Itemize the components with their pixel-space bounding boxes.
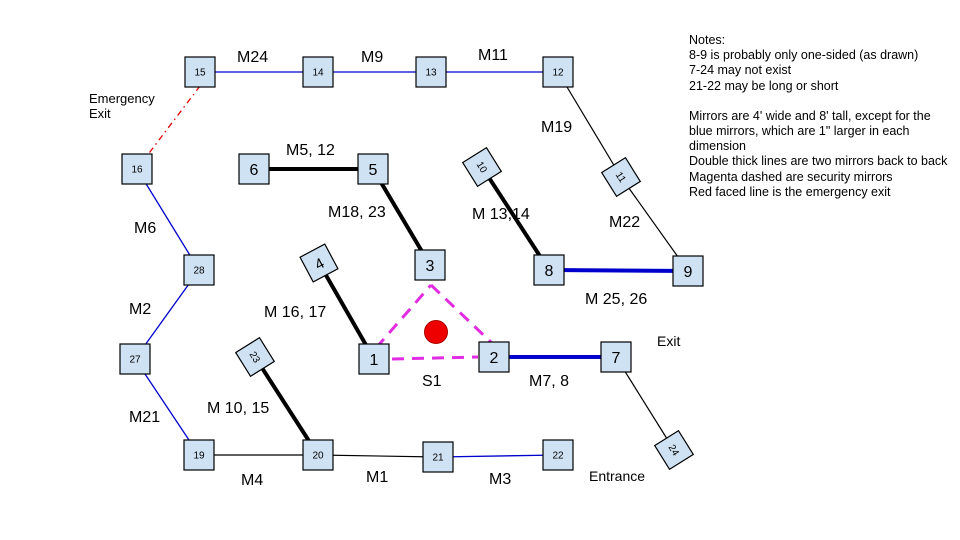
emergency-exit-label-line1: Emergency (89, 91, 155, 106)
label-m19: M19 (541, 119, 572, 136)
label-m18-23: M18, 23 (328, 204, 386, 221)
label-m9: M9 (361, 49, 383, 66)
node-10: 10 (461, 146, 503, 188)
svg-text:13: 13 (425, 68, 437, 79)
note-line-6: Magenta dashed are security mirrors (689, 169, 893, 184)
node-15: 15 (184, 56, 216, 88)
edge-20-21 (317, 454, 439, 458)
node-7: 7 (600, 341, 632, 373)
label-m2: M2 (129, 301, 151, 318)
svg-text:1: 1 (370, 352, 379, 369)
note-line-2: 7-24 may not exist (689, 63, 792, 78)
node-11: 11 (600, 156, 642, 198)
label-m16-17: M 16, 17 (264, 304, 326, 321)
notes-heading: Notes: (689, 33, 726, 47)
node-21: 21 (422, 441, 454, 473)
edge-21-22 (437, 454, 559, 458)
svg-text:7: 7 (612, 350, 621, 367)
svg-text:28: 28 (193, 266, 205, 277)
label-m10-15: M 10, 15 (207, 400, 269, 417)
node-3: 3 (414, 249, 446, 281)
node-4: 4 (299, 243, 339, 283)
label-m22: M22 (609, 214, 640, 231)
edge-10-8 (480, 165, 551, 272)
svg-text:16: 16 (131, 165, 143, 176)
svg-text:22: 22 (552, 451, 564, 462)
edge-15-16-emergency-exit (136, 85, 201, 170)
label-m4: M4 (241, 472, 263, 489)
edge-12-11 (557, 71, 622, 178)
node-20: 20 (302, 439, 334, 471)
label-m21: M21 (129, 409, 160, 426)
edge-23-20 (253, 355, 320, 457)
center-marker (424, 320, 448, 344)
edge-16-28 (136, 168, 200, 271)
label-m11: M11 (478, 47, 508, 64)
node-9: 9 (672, 255, 704, 287)
svg-text:6: 6 (250, 162, 259, 179)
node-27: 27 (119, 343, 151, 375)
svg-text:3: 3 (426, 258, 435, 275)
note-line-4: Mirrors are 4' wide and 8' tall, except … (689, 108, 931, 154)
note-line-5: Double thick lines are two mirrors back … (689, 154, 948, 169)
security-mirror-right (429, 283, 496, 347)
node-6: 6 (238, 153, 270, 185)
node-23: 23 (234, 336, 276, 378)
node-5: 5 (357, 153, 389, 185)
node-8: 8 (533, 254, 565, 286)
svg-text:5: 5 (369, 162, 378, 179)
label-m1: M1 (366, 469, 388, 486)
label-m7-8: M7, 8 (529, 373, 569, 390)
label-m6: M6 (134, 220, 156, 237)
exit-label: Exit (657, 333, 680, 349)
label-m25-26: M 25, 26 (585, 291, 647, 308)
svg-text:12: 12 (552, 68, 564, 79)
node-24: 24 (653, 429, 695, 471)
node-28: 28 (183, 254, 215, 286)
node-19: 19 (183, 439, 215, 471)
label-m5-12: M5, 12 (286, 142, 335, 159)
node-22: 22 (542, 439, 574, 471)
security-mirror-left (374, 284, 433, 349)
node-13: 13 (415, 56, 447, 88)
node-2: 2 (478, 341, 510, 373)
edge-11-9 (620, 176, 689, 272)
svg-text:15: 15 (194, 68, 206, 79)
svg-text:14: 14 (312, 68, 324, 79)
edge-27-19 (134, 358, 200, 456)
node-12: 12 (542, 56, 574, 88)
node-1: 1 (358, 343, 390, 375)
edge-4-1 (317, 262, 376, 360)
svg-text:21: 21 (432, 453, 444, 464)
label-m13-14: M 13,14 (472, 206, 530, 223)
security-mirror-bottom (391, 355, 479, 361)
label-s1: S1 (422, 373, 442, 390)
label-m24: M24 (237, 49, 268, 66)
svg-text:20: 20 (312, 451, 324, 462)
svg-text:9: 9 (684, 264, 693, 281)
entrance-label: Entrance (589, 468, 645, 484)
node-14: 14 (302, 56, 334, 88)
svg-text:8: 8 (545, 263, 554, 280)
emergency-exit-label-line2: Exit (89, 106, 111, 121)
note-line-7: Red faced line is the emergency exit (689, 184, 891, 199)
node-16: 16 (121, 153, 153, 185)
svg-text:27: 27 (129, 355, 141, 366)
note-line-1: 8-9 is probably only one-sided (as drawn… (689, 48, 919, 63)
label-m3: M3 (489, 471, 511, 488)
edge-5-3 (371, 167, 432, 267)
notes-panel: Notes: 8-9 is probably only one-sided (a… (689, 33, 954, 200)
edge-8-9 (548, 268, 689, 273)
svg-text:2: 2 (490, 350, 499, 367)
svg-text:19: 19 (193, 451, 205, 462)
note-line-3: 21-22 may be long or short (689, 78, 839, 93)
